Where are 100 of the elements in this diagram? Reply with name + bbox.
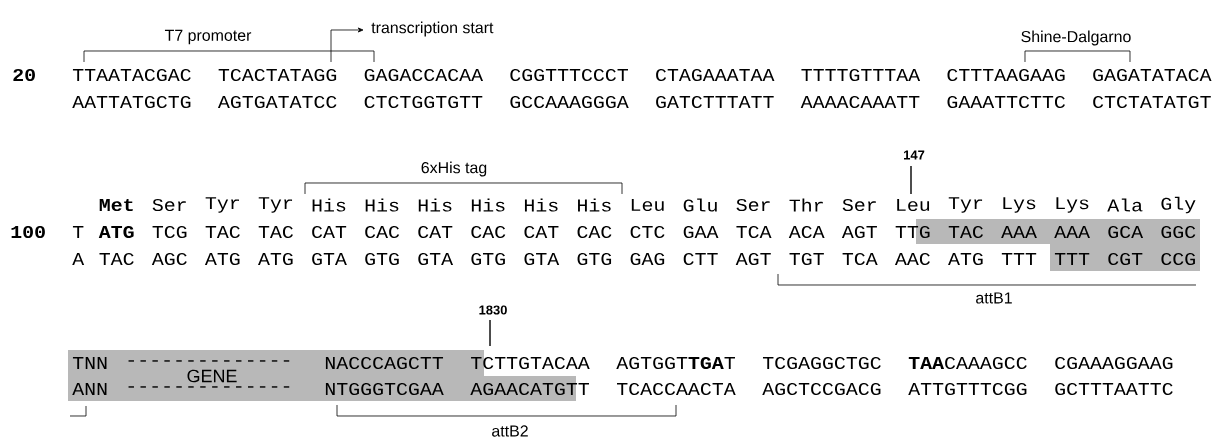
sequence-text: NACCCAGCTT bbox=[325, 356, 444, 370]
sequence-text: A bbox=[72, 253, 85, 265]
amino-acid-label: Tyr bbox=[205, 197, 239, 213]
amino-acid-label: His bbox=[365, 198, 399, 212]
sequence-text: TCACCAACTA bbox=[617, 382, 736, 396]
sequence-text: GATCTTTATT bbox=[656, 95, 774, 109]
sequence-text: AGCTCCGACG bbox=[762, 382, 881, 396]
codon-text: TCA bbox=[842, 252, 878, 266]
codon-text: GTA bbox=[312, 252, 347, 266]
amino-acid-label: Lys bbox=[1003, 197, 1036, 213]
codon-text: GTG bbox=[577, 252, 612, 266]
codon-text: GGC bbox=[1161, 225, 1196, 239]
sequence-text: -------------- bbox=[128, 360, 290, 362]
codon-text: AGC bbox=[151, 252, 187, 266]
sequence-text: T bbox=[72, 226, 84, 238]
sequence-text: NTGGGTCGAA bbox=[325, 382, 444, 396]
codon-text: CAC bbox=[365, 225, 400, 239]
codon-text: CGT bbox=[1108, 252, 1143, 266]
codon-text: CTC bbox=[630, 225, 665, 239]
amino-acid-label: Lys bbox=[1056, 197, 1089, 213]
amino-acid-label: Leu bbox=[897, 199, 930, 211]
codon-text: CAT bbox=[312, 225, 347, 239]
codon-text: GAG bbox=[630, 252, 665, 266]
amino-acid-label: Met bbox=[99, 198, 133, 212]
amino-acid-label: Ser bbox=[842, 198, 876, 212]
codon-text: AGT bbox=[841, 225, 877, 239]
amino-acid-label: Gly bbox=[1161, 196, 1196, 214]
sequence-text: AATTATGCTG bbox=[72, 95, 191, 109]
amino-acid-label: Leu bbox=[631, 199, 664, 211]
sequence-text: ATTGTTTCGG bbox=[908, 382, 1027, 396]
sequence-text: AAAACAAATT bbox=[800, 95, 920, 109]
sequence-text: TCGAGGCTGC bbox=[763, 356, 881, 370]
sequence-text: AGTGGTTGAT bbox=[616, 356, 735, 370]
sequence-text: TCTTGTACAA bbox=[471, 356, 590, 370]
codon-text: TAC bbox=[948, 225, 983, 239]
codon-text: TAC bbox=[99, 252, 134, 266]
sequence-text: TTAATACGAC bbox=[72, 68, 191, 82]
amino-acid-label: Glu bbox=[683, 198, 717, 212]
amino-acid-label: Thr bbox=[789, 198, 823, 212]
sequence-text: GAGATATACA bbox=[1093, 68, 1212, 82]
codon-text: TTT bbox=[1054, 253, 1090, 265]
codon-text: AGT bbox=[735, 252, 771, 266]
codon-text: CCG bbox=[1161, 252, 1195, 266]
feature-label: 6xHis tag bbox=[421, 161, 487, 177]
feature-label: GENE bbox=[187, 369, 237, 383]
codon-text: GTA bbox=[418, 252, 454, 266]
feature-label: T7 promoter bbox=[164, 29, 252, 45]
amino-acid-label: Ser bbox=[736, 198, 770, 212]
sequence-text: CGAAAGGAAG bbox=[1055, 356, 1173, 370]
amino-acid-label: His bbox=[418, 198, 452, 212]
amino-acid-label: His bbox=[578, 198, 611, 212]
codon-text: ATG bbox=[948, 252, 983, 266]
amino-acid-label: Ala bbox=[1107, 198, 1143, 212]
codon-text: TCA bbox=[736, 225, 772, 239]
codon-text: AAA bbox=[1054, 226, 1090, 238]
codon-text: CAT bbox=[524, 225, 559, 239]
position-number: 147 bbox=[904, 150, 925, 160]
codon-text: CAT bbox=[418, 225, 453, 239]
codon-text: AAC bbox=[894, 252, 930, 266]
amino-acid-label: Tyr bbox=[258, 197, 293, 213]
sequence-text: GCCAAAGGGA bbox=[510, 95, 629, 109]
amino-acid-label: His bbox=[312, 198, 346, 212]
feature-label: attB2 bbox=[492, 425, 528, 437]
codon-text: CAC bbox=[471, 225, 506, 239]
sequence-text: -------------- bbox=[128, 386, 290, 388]
codon-text: AAA bbox=[1001, 226, 1037, 238]
codon-text: GCA bbox=[1108, 225, 1144, 239]
sequence-text: CTTTAAGAAG bbox=[947, 68, 1065, 82]
feature-label: transcription start bbox=[371, 21, 494, 37]
codon-text: ACA bbox=[788, 225, 825, 239]
codon-text: TAC bbox=[258, 225, 293, 239]
codon-text: GTG bbox=[365, 252, 399, 266]
codon-text: GTG bbox=[471, 252, 505, 266]
codon-text: ATG bbox=[98, 225, 134, 239]
sequence-text: TTTTGTTTAA bbox=[801, 68, 921, 82]
codon-text: ATG bbox=[204, 252, 240, 266]
sequence-text: TCACTATAGG bbox=[218, 68, 337, 82]
sequence-text: GAGACCACAA bbox=[364, 68, 484, 82]
amino-acid-label: His bbox=[524, 198, 558, 212]
position-number: 20 bbox=[13, 68, 35, 82]
sequence-text: GCTTTAATTC bbox=[1055, 382, 1173, 396]
codon-text: GAA bbox=[683, 225, 719, 239]
codon-text: TAC bbox=[205, 225, 240, 239]
position-number: 100 bbox=[11, 225, 45, 239]
sequence-text: CTCTGGTGTT bbox=[364, 95, 483, 109]
sequence-text: AGTGATATCC bbox=[217, 95, 337, 109]
amino-acid-label: Tyr bbox=[948, 197, 983, 213]
feature-label: attB1 bbox=[976, 292, 1012, 304]
sequence-text: CTCTATATGT bbox=[1093, 95, 1211, 109]
codon-text: TTG bbox=[895, 225, 930, 239]
feature-label: Shine-Dalgarno bbox=[1021, 30, 1131, 46]
codon-text: CTT bbox=[683, 252, 718, 266]
sequence-text: GAAATTCTTC bbox=[947, 95, 1065, 109]
sequence-text: TAACAAAGCC bbox=[908, 356, 1027, 370]
sequence-text: CTAGAAATAA bbox=[656, 68, 775, 82]
codon-text: TGT bbox=[789, 252, 824, 266]
sequence-text: ANN bbox=[72, 383, 107, 395]
amino-acid-label: Ser bbox=[152, 198, 186, 212]
sequence-text: CGGTTTCCCT bbox=[510, 68, 628, 82]
position-number: 1830 bbox=[479, 305, 507, 315]
